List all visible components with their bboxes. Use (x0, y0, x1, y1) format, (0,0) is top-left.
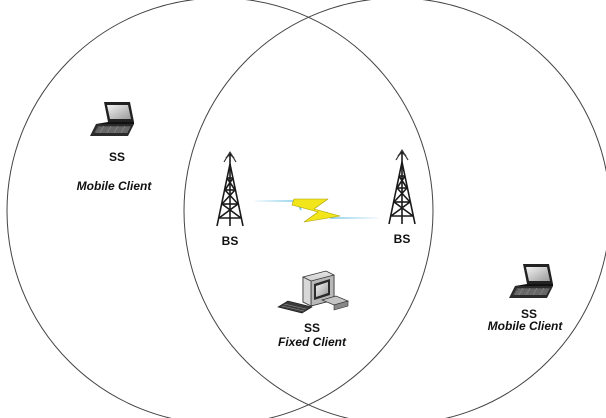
bs-right-node: BS (388, 149, 416, 246)
laptop-icon (508, 263, 554, 299)
ss-right-role-label: Mobile Client (488, 319, 564, 333)
cell-tower-icon (388, 149, 416, 225)
ss-fixed-node: SS Fixed Client (277, 270, 350, 349)
wireless-link-icon (255, 198, 378, 223)
bs-left-label: BS (222, 234, 239, 248)
ss-right-type-label: SS (521, 307, 537, 321)
left-coverage-area (6, 0, 434, 418)
laptop-icon (89, 101, 135, 137)
bs-left-node: BS (216, 151, 244, 248)
desktop-computer-icon (277, 270, 350, 314)
ss-left-node: SS Mobile Client (77, 101, 153, 193)
ss-fixed-role-label: Fixed Client (278, 335, 347, 349)
ss-left-role-label: Mobile Client (77, 179, 153, 193)
right-coverage-area (183, 0, 606, 418)
bs-right-label: BS (394, 232, 411, 246)
ss-right-node: SS Mobile Client (488, 263, 564, 333)
cell-tower-icon (216, 151, 244, 227)
ss-left-type-label: SS (109, 150, 125, 164)
ss-fixed-type-label: SS (304, 321, 320, 335)
